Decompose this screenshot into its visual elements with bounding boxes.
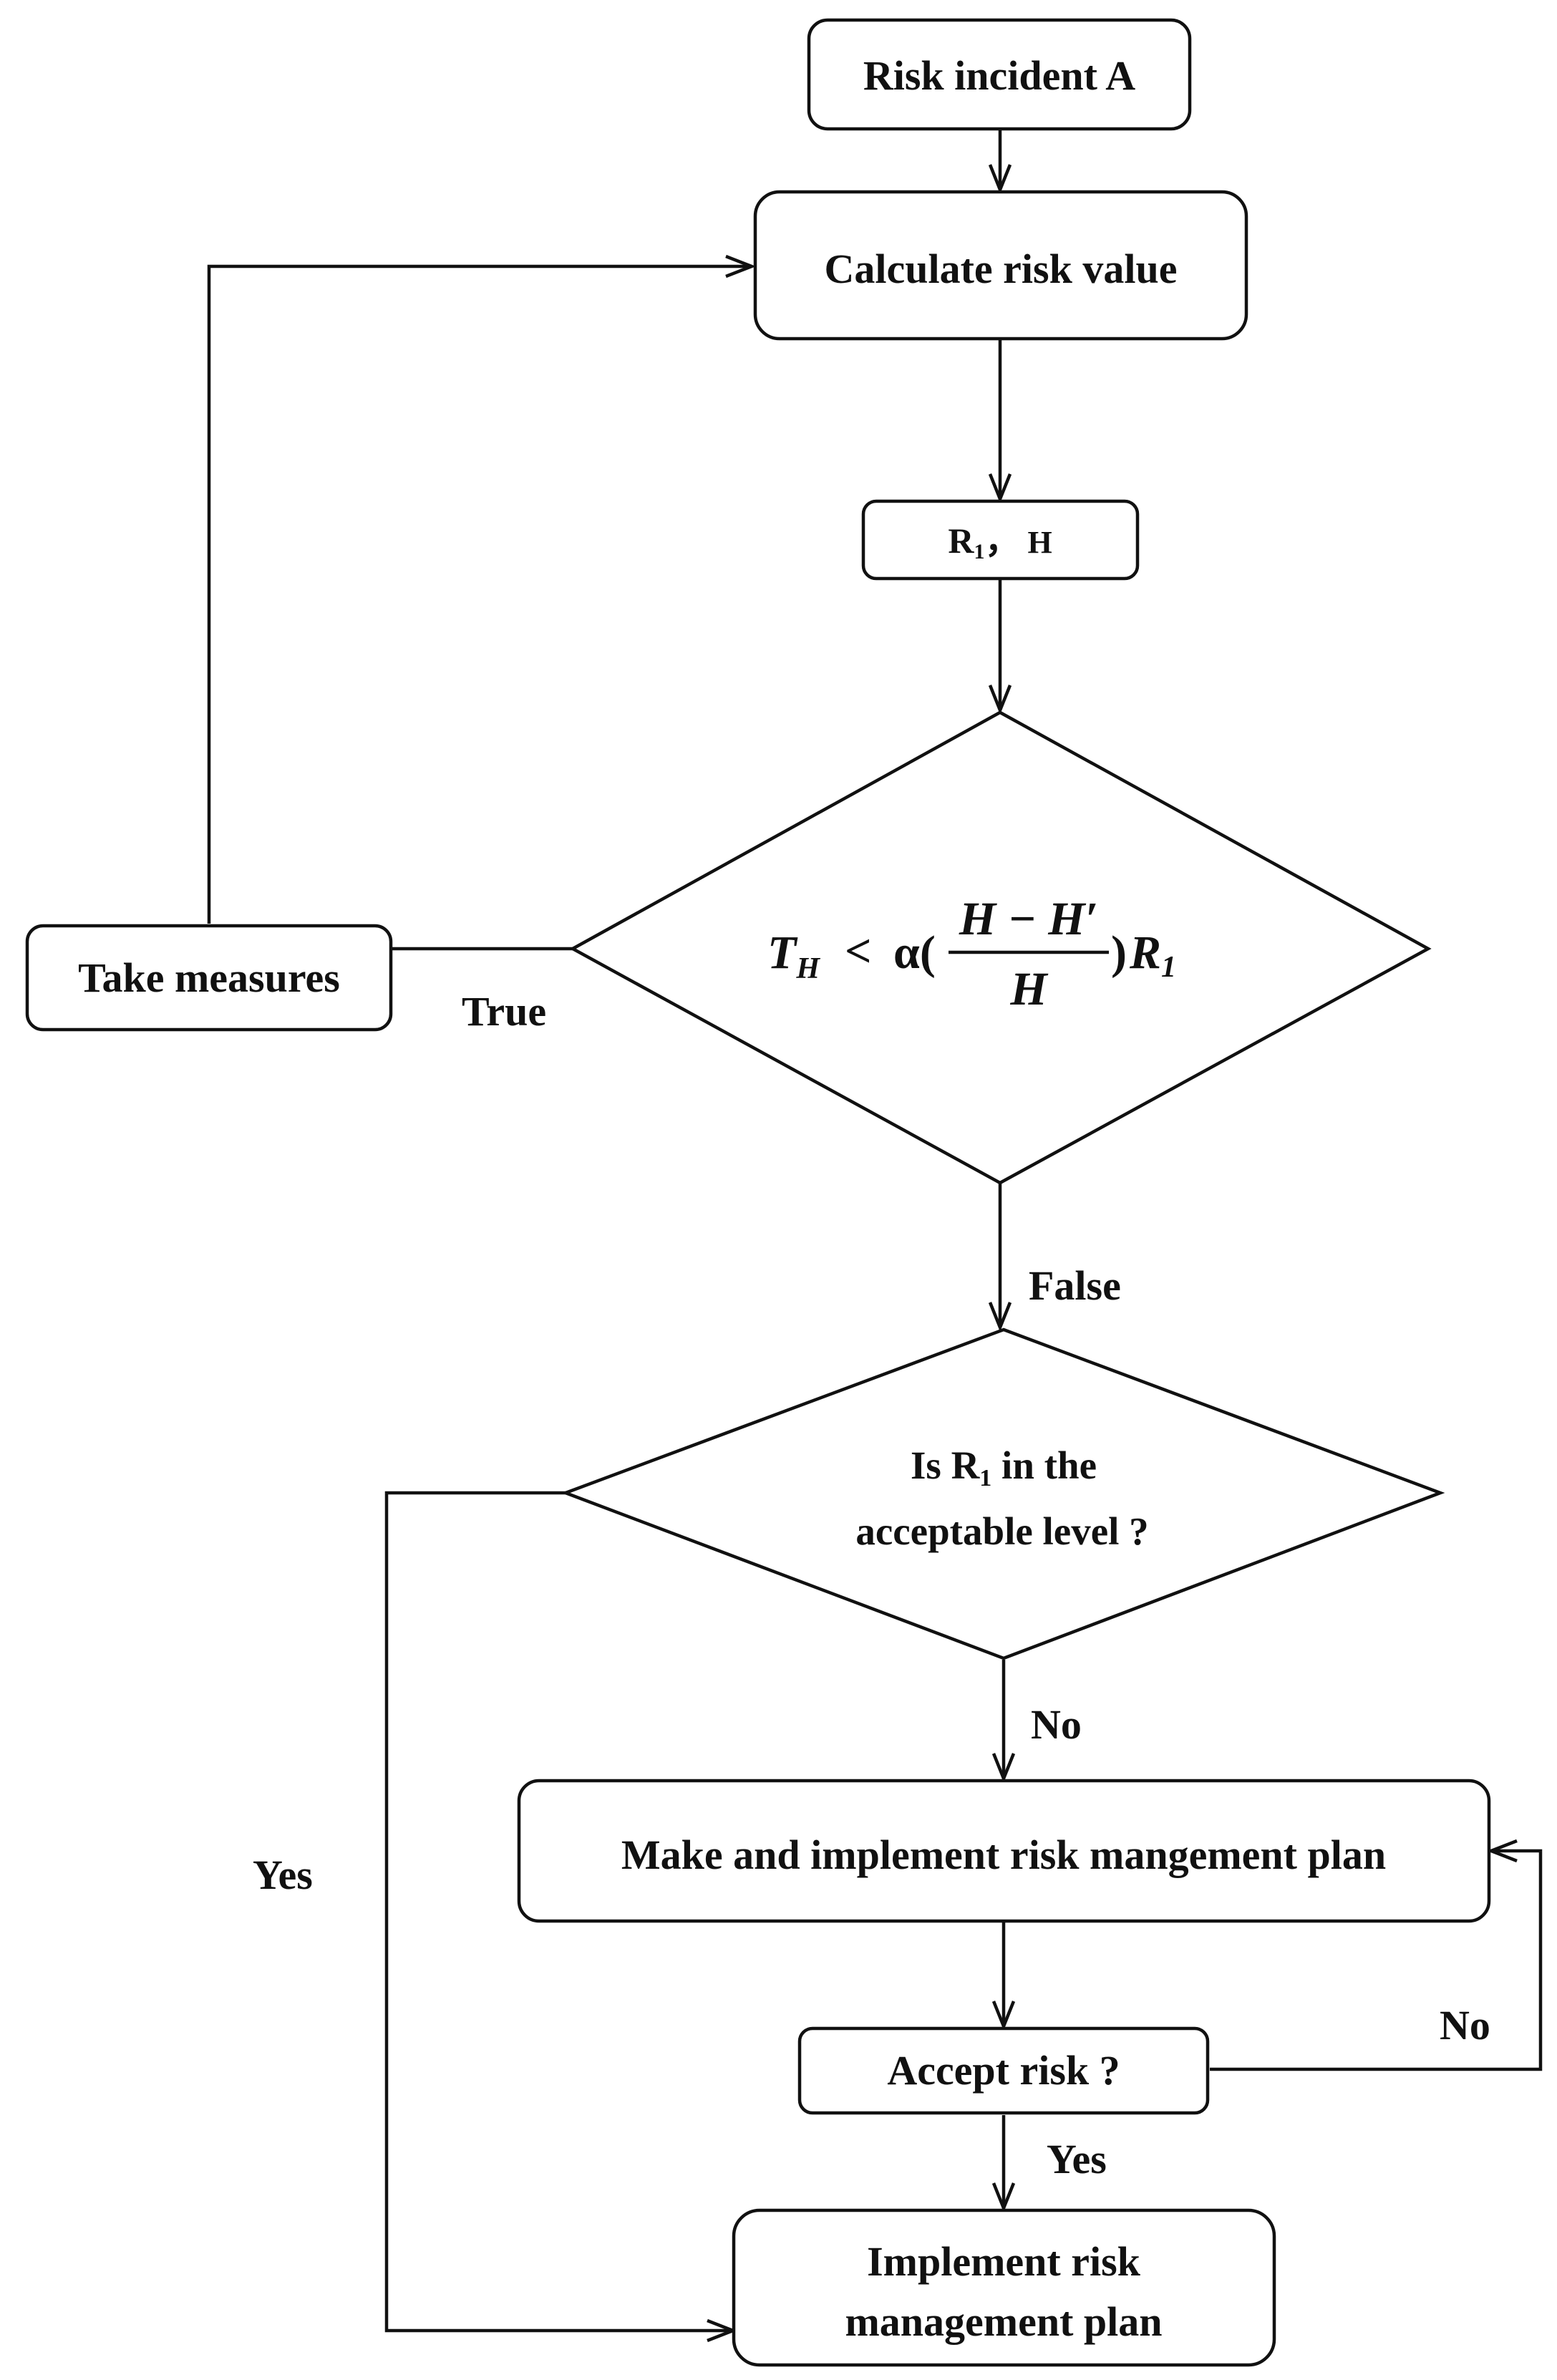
edge-take-measures-loop [207,264,750,924]
arrow-left-icon [1486,1839,1518,1863]
node-make-plan-label: Make and implement risk mangement plan [621,1832,1386,1878]
arrow-down-icon [991,2182,1016,2213]
node-r1-h: R1，H [861,499,1140,581]
arrow-right-icon [725,254,757,279]
formula-denominator: H [1009,963,1049,1015]
label-yes: Yes [1047,2136,1107,2182]
edge-no-loop-back [1210,1849,1543,2071]
formula-close-paren: ) [1111,927,1127,979]
node-decision-acceptable: Is R1 in the acceptable level ? [561,1327,1445,1660]
arrow-down-icon [988,473,1012,504]
arrow-down-icon [988,1302,1012,1332]
arrow-down-icon [988,164,1012,195]
arrow-down-icon [988,685,1012,715]
node-take-measures: Take measures [25,924,393,1032]
label-no-loop: No [1440,2002,1490,2048]
label-true: True [462,988,546,1035]
node-risk-incident: Risk incident A [807,18,1192,131]
edge-yes-bypass [384,1491,732,2333]
node-accept-risk-label: Accept risk ? [887,2047,1120,2094]
node-calculate-risk-value: Calculate risk value [753,190,1248,341]
formula-lhs: TH [767,927,820,985]
threshold-formula: TH < α( H − H′ H ) R1 [767,893,1176,1015]
node-take-measures-label: Take measures [78,954,340,1001]
node-r1-h-label: R1，H [948,521,1052,563]
node-acceptable-line1: Is R1 in the [911,1443,1097,1491]
label-false: False [1029,1262,1121,1309]
node-accept-risk: Accept risk ? [797,2026,1210,2115]
label-no: No [1031,1701,1082,1748]
arrow-down-icon [991,2001,1016,2031]
node-implement-plan: Implement risk management plan [732,2208,1276,2367]
arrowheads [707,164,1518,2343]
formula-alpha: α( [893,927,936,979]
formula-numerator: H − H′ [959,893,1098,945]
formula-rhs: R1 [1129,927,1176,984]
node-implement-line2: management plan [845,2298,1162,2345]
node-make-plan: Make and implement risk mangement plan [517,1779,1491,1923]
node-risk-incident-label: Risk incident A [863,52,1135,99]
node-calculate-label: Calculate risk value [825,246,1178,292]
edge-labels: True False No Yes No Yes [253,988,1490,2182]
formula-operator: < [845,925,872,977]
arrow-down-icon [991,1753,1016,1784]
node-implement-line1: Implement risk [867,2238,1141,2285]
node-acceptable-line2: acceptable level ? [855,1509,1148,1553]
connectors [207,129,1543,2333]
label-yes-bypass: Yes [253,1852,313,1898]
node-decision-threshold: TH < α( H − H′ H ) R1 [569,710,1432,1185]
